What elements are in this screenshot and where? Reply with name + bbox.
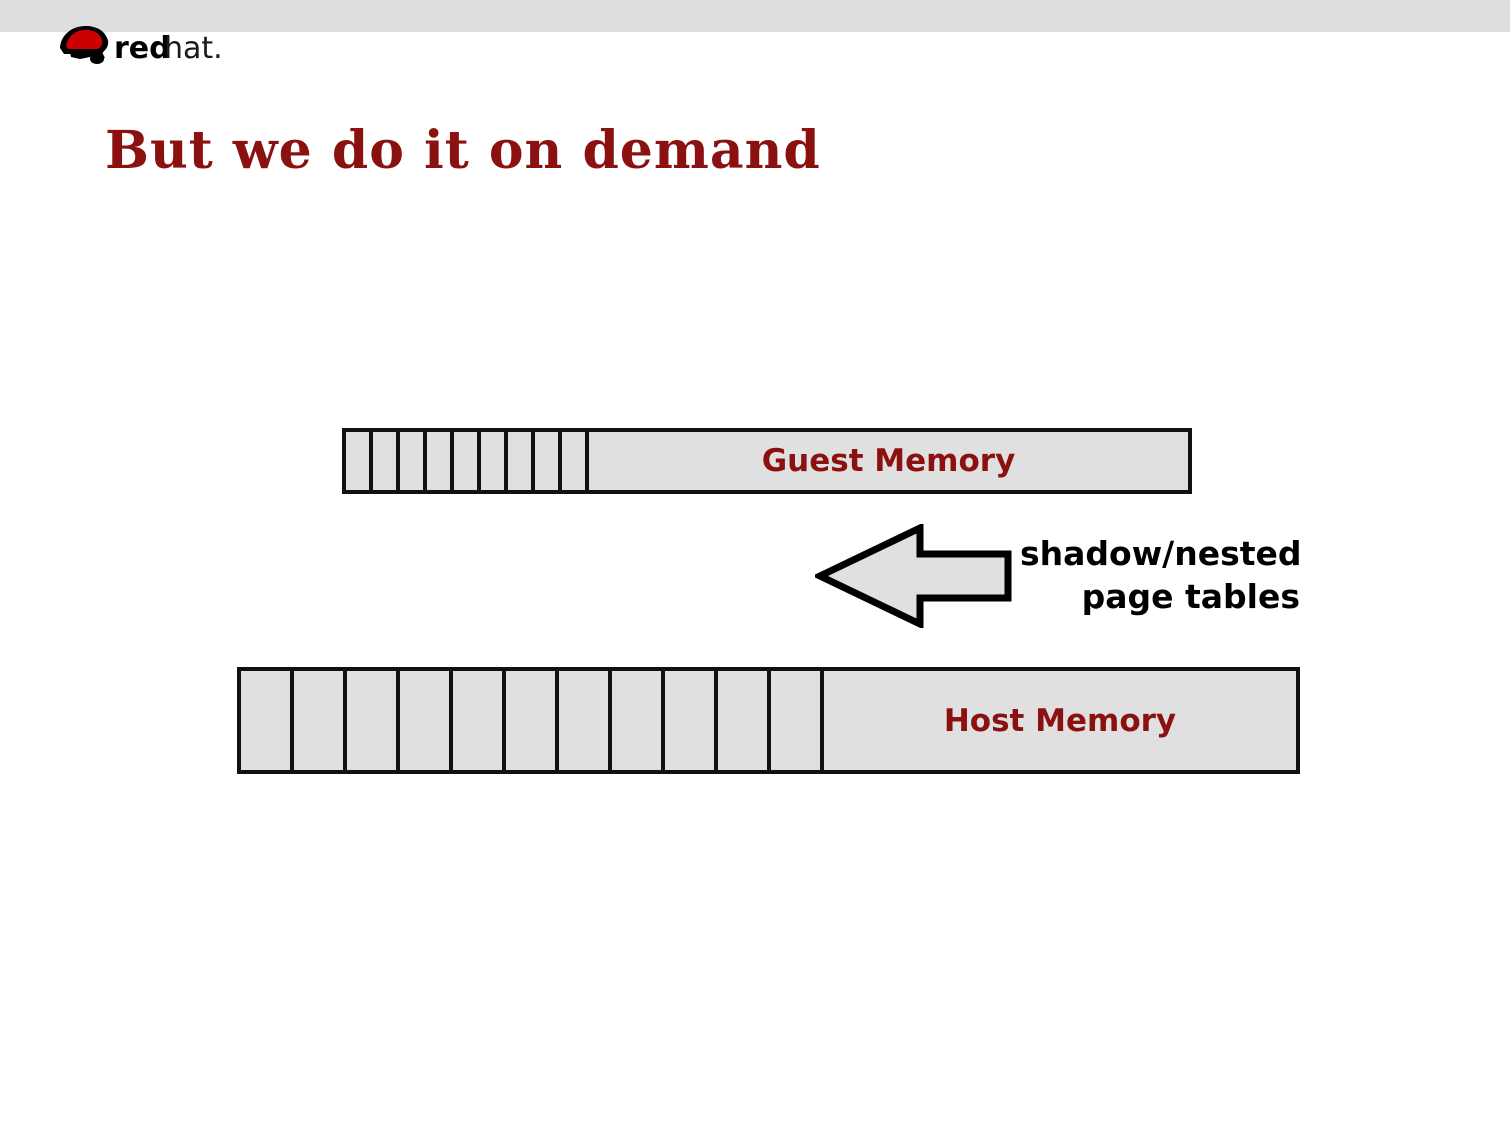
memory-page-cell [559, 671, 612, 770]
memory-page-cell [346, 432, 373, 490]
left-arrow-icon [815, 524, 1012, 628]
caption-line-1: shadow/nested [1020, 534, 1302, 573]
caption-line-2: page tables [1081, 577, 1300, 616]
memory-page-cell [347, 671, 400, 770]
redhat-logo: red hat. [50, 18, 250, 66]
guest-memory-label-area: Guest Memory [589, 432, 1188, 490]
memory-page-cell [453, 671, 506, 770]
guest-memory-cells [346, 432, 589, 490]
memory-page-cell [427, 432, 454, 490]
page-tables-arrow [815, 524, 1015, 628]
guest-memory-bar: Guest Memory [342, 428, 1192, 494]
memory-page-cell [294, 671, 347, 770]
memory-page-cell [400, 432, 427, 490]
memory-page-cell [562, 432, 589, 490]
memory-page-cell [612, 671, 665, 770]
memory-page-cell [535, 432, 562, 490]
memory-page-cell [454, 432, 481, 490]
host-memory-label-area: Host Memory [824, 671, 1296, 770]
memory-page-cell [373, 432, 400, 490]
header-band [0, 0, 1510, 32]
memory-page-cell [508, 432, 535, 490]
guest-memory-label: Guest Memory [761, 443, 1016, 479]
host-memory-cells [241, 671, 824, 770]
memory-page-cell [771, 671, 824, 770]
logo-word-red: red [114, 31, 171, 66]
host-memory-label: Host Memory [943, 702, 1177, 739]
logo-word-hat: hat. [164, 31, 223, 66]
memory-page-cell [400, 671, 453, 770]
host-memory-bar: Host Memory [237, 667, 1300, 774]
page-tables-caption: shadow/nested page tables [1020, 532, 1302, 618]
memory-page-cell [506, 671, 559, 770]
shadowman-icon [60, 26, 109, 64]
memory-page-cell [481, 432, 508, 490]
slide-title: But we do it on demand [105, 120, 821, 181]
memory-page-cell [718, 671, 771, 770]
memory-page-cell [665, 671, 718, 770]
memory-page-cell [241, 671, 294, 770]
